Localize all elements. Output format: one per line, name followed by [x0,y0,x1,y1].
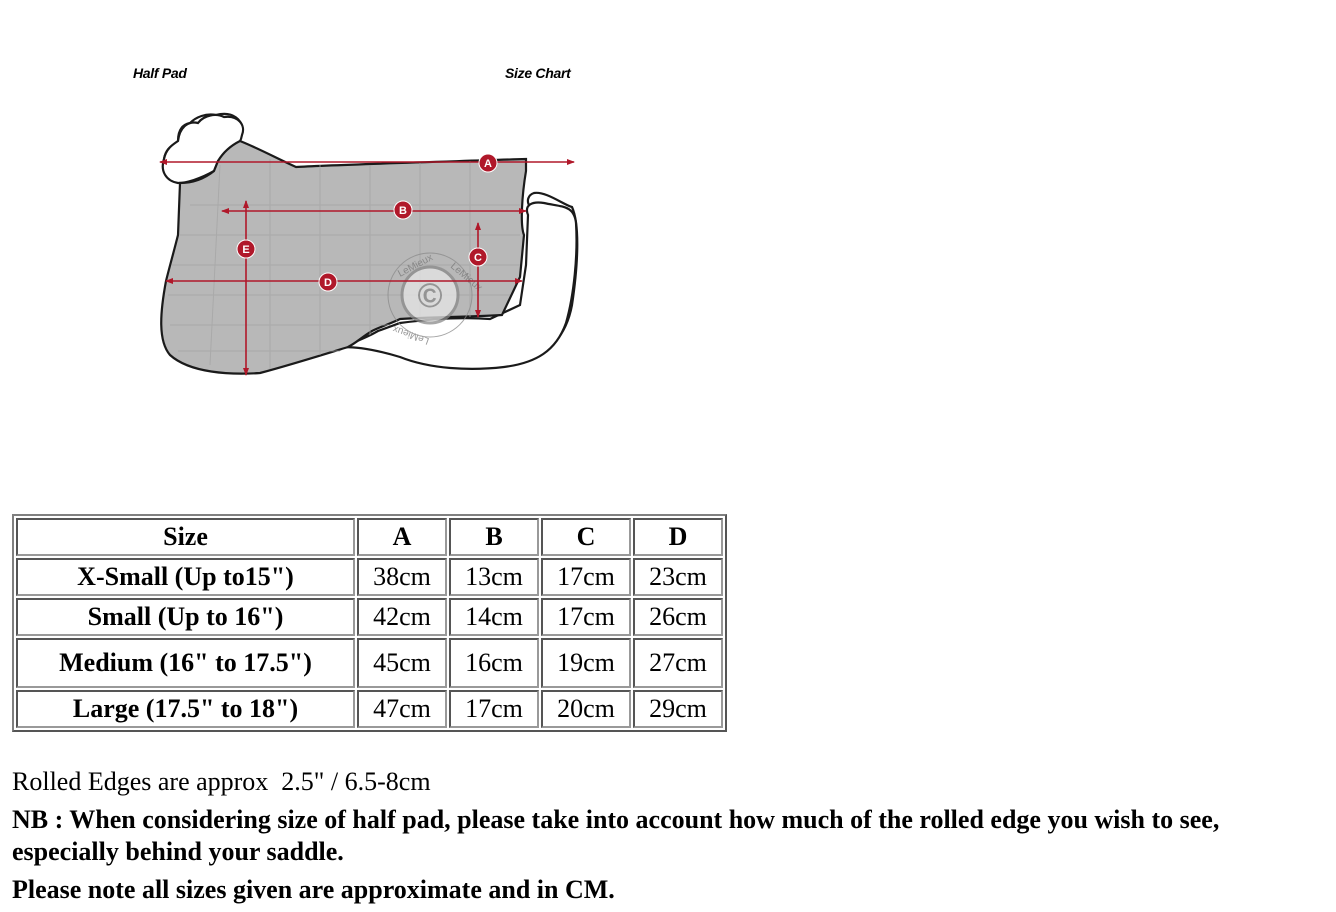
value-cell-d: 26cm [633,598,723,636]
table-row: Large (17.5" to 18") 47cm 17cm 20cm 29cm [16,690,723,728]
half-pad-illustration: © LeMieux LeMieux LeMieux A B [159,112,579,376]
value-cell-d: 29cm [633,690,723,728]
size-cell: Small (Up to 16") [16,598,355,636]
value-cell-c: 20cm [541,690,631,728]
nb-note: NB : When considering size of half pad, … [12,805,1220,866]
marker-d: D [318,272,338,292]
size-cell: Large (17.5" to 18") [16,690,355,728]
header-b: B [449,518,539,556]
header-a: A [357,518,447,556]
svg-text:D: D [324,277,332,289]
value-cell-b: 14cm [449,598,539,636]
header-d: D [633,518,723,556]
diagram-title-half-pad: Half Pad [133,65,187,81]
copyright-icon: © [417,277,442,315]
measurement-lines [159,159,575,376]
value-cell-a: 47cm [357,690,447,728]
marker-b: B [393,200,413,220]
diagram-title-size-chart: Size Chart [505,65,571,81]
value-cell-a: 38cm [357,558,447,596]
value-cell-d: 27cm [633,638,723,688]
size-cell: X-Small (Up to15") [16,558,355,596]
header-size: Size [16,518,355,556]
svg-text:E: E [242,244,249,256]
notes-section: Rolled Edges are approx 2.5" / 6.5-8cm N… [12,766,1332,906]
value-cell-a: 45cm [357,638,447,688]
back-fleece-shape [343,201,578,370]
approx-note: Please note all sizes given are approxim… [12,875,615,904]
value-cell-b: 13cm [449,558,539,596]
value-cell-b: 17cm [449,690,539,728]
table-row: Small (Up to 16") 42cm 14cm 17cm 26cm [16,598,723,636]
svg-text:A: A [484,158,492,170]
value-cell-c: 17cm [541,598,631,636]
value-cell-d: 23cm [633,558,723,596]
header-c: C [541,518,631,556]
svg-text:C: C [474,252,482,264]
size-cell: Medium (16" to 17.5") [16,638,355,688]
half-pad-diagram: Half Pad Size Chart [100,55,620,395]
value-cell-b: 16cm [449,638,539,688]
value-cell-a: 42cm [357,598,447,636]
table-row: Medium (16" to 17.5") 45cm 16cm 19cm 27c… [16,638,723,688]
svg-text:B: B [399,205,407,217]
marker-e: E [236,239,256,259]
table-row: X-Small (Up to15") 38cm 13cm 17cm 23cm [16,558,723,596]
table-header-row: Size A B C D [16,518,723,556]
size-table: Size A B C D X-Small (Up to15") 38cm 13c… [12,514,727,732]
value-cell-c: 19cm [541,638,631,688]
size-table-container: Size A B C D X-Small (Up to15") 38cm 13c… [12,514,727,732]
value-cell-c: 17cm [541,558,631,596]
marker-a: A [478,153,498,173]
marker-c: C [468,247,488,267]
rolled-edges-note: Rolled Edges are approx 2.5" / 6.5-8cm [12,767,431,796]
